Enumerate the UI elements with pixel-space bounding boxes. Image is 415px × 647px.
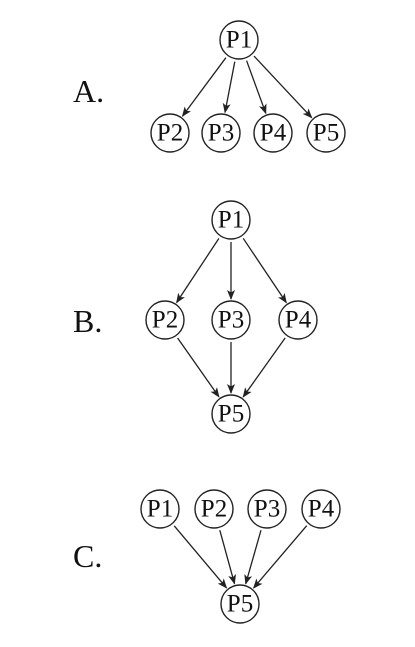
- node-label: P2: [157, 120, 183, 147]
- edge-a-p1-to-p4: [245, 60, 267, 115]
- edge-c-p2-to-p5: [219, 530, 236, 585]
- option-c-node-p1: P1: [140, 489, 180, 529]
- edge-c-p4-to-p5: [252, 525, 308, 589]
- option-a-node-p5: P5: [306, 113, 346, 153]
- node-label: P1: [147, 496, 173, 523]
- edge-a-p1-to-p2: [181, 57, 227, 117]
- option-b-node-p2: P2: [145, 300, 185, 340]
- node-label: P2: [201, 496, 227, 523]
- edge-c-p1-to-p5: [173, 525, 228, 589]
- option-c-node-p4: P4: [301, 489, 341, 529]
- option-a-node-p2: P2: [150, 113, 190, 153]
- edge-b-p2-to-p5: [177, 337, 220, 398]
- option-a-edges: [181, 55, 313, 119]
- node-label: P5: [313, 120, 339, 147]
- node-label: P1: [218, 207, 244, 234]
- option-a-node-p1: P1: [219, 20, 259, 60]
- node-label: P5: [227, 591, 253, 618]
- node-label: P3: [254, 496, 280, 523]
- option-a-label: A.: [73, 73, 104, 109]
- node-label: P2: [152, 307, 178, 334]
- node-label: P4: [308, 496, 335, 523]
- option-a: A. P1 P2 P3 P4 P5: [73, 20, 346, 153]
- option-c-node-p3: P3: [247, 489, 287, 529]
- node-label: P3: [208, 120, 234, 147]
- option-c-node-p2: P2: [194, 489, 234, 529]
- option-a-node-p3: P3: [201, 113, 241, 153]
- option-c-edges: [173, 525, 308, 589]
- option-a-node-p4: P4: [253, 113, 293, 153]
- option-c: C. P1 P2 P3 P4 P5: [73, 489, 341, 624]
- node-label: P3: [218, 307, 244, 334]
- edge-a-p1-to-p3: [222, 61, 236, 114]
- node-label: P4: [285, 307, 312, 334]
- option-b-node-p3: P3: [211, 300, 251, 340]
- edge-b-p4-to-p5: [242, 337, 286, 398]
- node-label: P1: [226, 27, 252, 54]
- option-b-edges: [176, 237, 287, 398]
- edge-a-p1-to-p5: [253, 55, 313, 119]
- edge-b-p1-to-p2: [176, 238, 220, 304]
- node-label: P4: [260, 120, 287, 147]
- option-b-node-p1: P1: [211, 200, 251, 240]
- option-b-node-p5: P5: [211, 394, 251, 434]
- option-c-label: C.: [73, 538, 102, 574]
- edge-b-p1-to-p4: [242, 237, 287, 304]
- option-b-label: B.: [73, 303, 102, 339]
- option-b: B. P1 P2 P3 P4 P5: [73, 200, 318, 434]
- node-label: P5: [218, 401, 244, 428]
- edge-c-p3-to-p5: [244, 530, 262, 585]
- option-c-node-p5: P5: [220, 584, 260, 624]
- option-b-node-p4: P4: [278, 300, 318, 340]
